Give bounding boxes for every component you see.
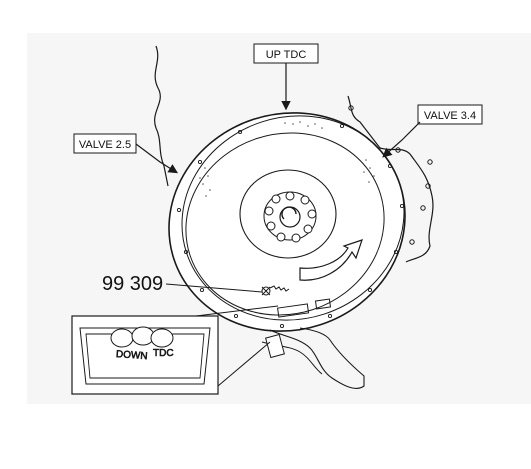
bolt-hole bbox=[395, 147, 401, 153]
inset-notch bbox=[131, 326, 155, 346]
hand-outline bbox=[269, 327, 365, 389]
rim-shading bbox=[199, 121, 375, 197]
rotation-direction-arrow-icon bbox=[299, 239, 363, 281]
tool-handle bbox=[265, 333, 285, 359]
inset-part-outline bbox=[79, 327, 211, 385]
crankshaft-center-mark bbox=[281, 206, 297, 220]
inset-leader bbox=[195, 305, 279, 317]
up-tdc-label: UP TDC bbox=[266, 49, 307, 61]
bolt-hole bbox=[425, 183, 431, 189]
hub-bolts bbox=[264, 191, 317, 243]
inset-tdc-label: TDC bbox=[153, 348, 174, 359]
valve-34-label-box bbox=[417, 104, 483, 125]
valve-25-leader bbox=[135, 143, 179, 174]
tool-number-leader bbox=[165, 283, 263, 293]
inset-leader bbox=[217, 341, 271, 387]
inset-down-label: DOWN bbox=[116, 349, 148, 362]
bolt-hole bbox=[348, 105, 354, 111]
valve-25-label-box bbox=[73, 133, 137, 154]
bolt-hole bbox=[427, 159, 433, 165]
tool-number-label: 99 309 bbox=[102, 273, 163, 295]
valve-25-label: VALVE 2.5 bbox=[79, 139, 131, 151]
engine-housing-right bbox=[347, 95, 434, 263]
bolt-hole bbox=[409, 239, 415, 245]
engine-block-left-edge bbox=[154, 45, 169, 187]
flywheel-rim-edge bbox=[181, 115, 405, 321]
inset-notch bbox=[110, 328, 134, 348]
rim-bolts bbox=[176, 123, 405, 329]
locking-tool bbox=[261, 285, 332, 318]
valve-34-leader bbox=[382, 121, 421, 158]
flywheel-face bbox=[185, 132, 385, 316]
valve-34-label: VALVE 3.4 bbox=[424, 110, 476, 122]
inset-notch bbox=[150, 328, 174, 348]
bolt-hole bbox=[420, 205, 426, 211]
